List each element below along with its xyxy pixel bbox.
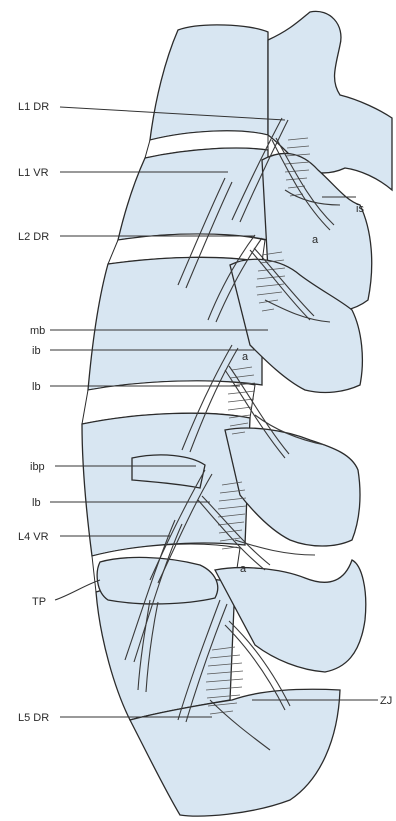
label-za: ZJ (380, 695, 392, 707)
leader-tp (55, 580, 100, 600)
label-tp: TP (32, 596, 46, 608)
label-l2-dr: L2 DR (18, 231, 49, 243)
label-ib: ib (32, 345, 41, 357)
label-l1-vr: L1 VR (18, 167, 49, 179)
label-lb: lb (32, 381, 41, 393)
vertebral-body-l1 (150, 25, 268, 140)
vertebral-body-l2 (118, 148, 268, 240)
label-l1-dr: L1 DR (18, 101, 49, 113)
label-a-3: a (240, 563, 247, 575)
label-l4-vr: L4 VR (18, 531, 49, 543)
label-is: is (356, 203, 364, 215)
label-mb: mb (30, 325, 45, 337)
label-a-2: a (242, 351, 249, 363)
label-lb-2: lb (32, 497, 41, 509)
label-l5-dr: L5 DR (18, 712, 49, 724)
label-ibp: ibp (30, 461, 45, 473)
label-a-1: a (312, 234, 319, 246)
